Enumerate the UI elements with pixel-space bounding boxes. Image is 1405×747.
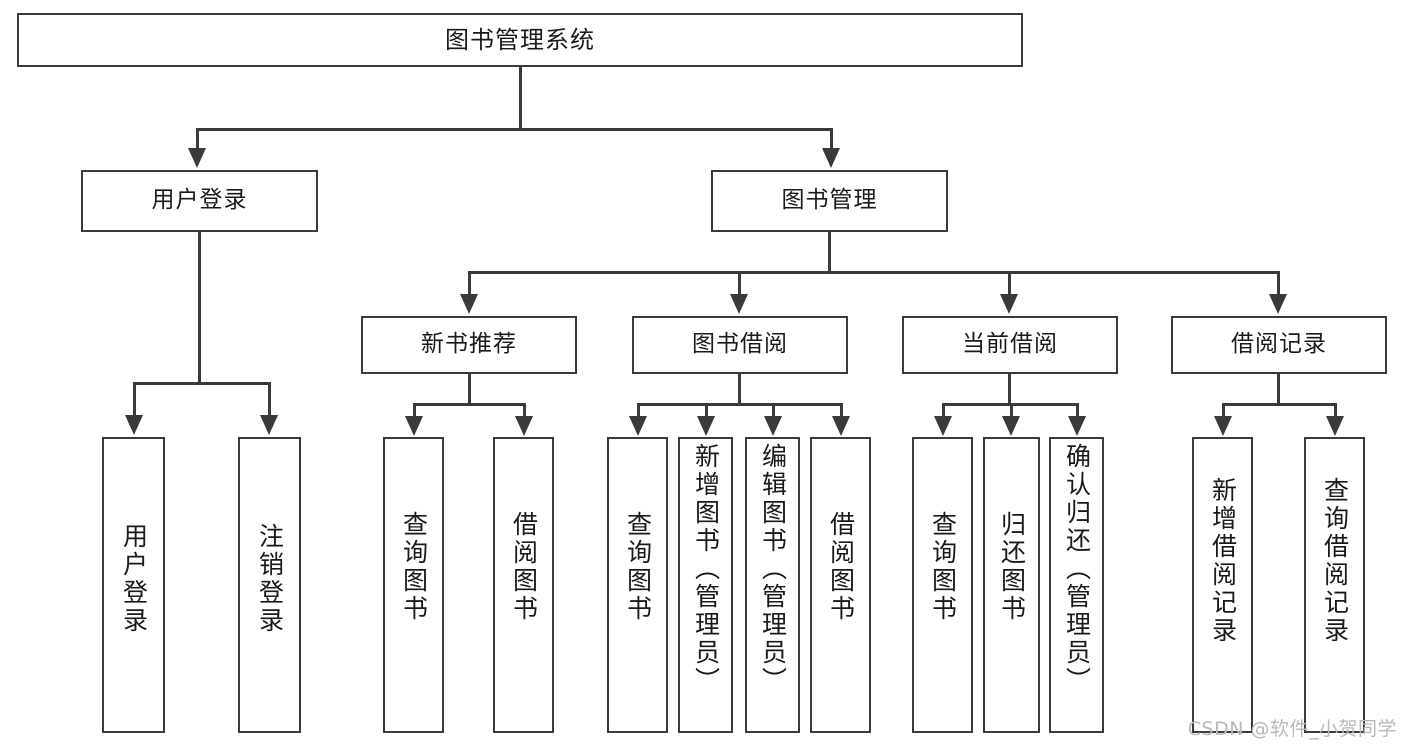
arrow-to-new-book-recommend <box>460 294 478 314</box>
connector-br-bus <box>1222 403 1337 406</box>
connector-root-stem <box>519 67 522 129</box>
connector-cb-drop-3 <box>1076 403 1079 418</box>
connector-root-drop-left <box>196 128 199 150</box>
connector-book-manage-bus <box>468 271 1280 274</box>
arrow-to-leaf-query-book-3 <box>934 416 952 436</box>
connector-cb-drop-1 <box>942 403 945 418</box>
connector-bb-bus <box>637 403 843 406</box>
connector-user-login-drop-1 <box>133 382 136 417</box>
leaf-add-book[interactable]: 新增图书（管理员） <box>678 437 733 733</box>
connector-user-login-stem <box>198 232 201 383</box>
connector-bb-drop-2 <box>705 403 708 418</box>
arrow-to-leaf-return-book <box>1002 416 1020 436</box>
node-book-manage[interactable]: 图书管理 <box>711 170 948 232</box>
leaf-label: 注销登录 <box>255 523 285 635</box>
leaf-label: 查询图书 <box>399 511 429 623</box>
connector-nbr-stem <box>468 374 471 404</box>
arrow-to-leaf-borrow-book-2 <box>832 416 850 436</box>
node-new-book-recommend[interactable]: 新书推荐 <box>361 316 577 374</box>
connector-cb-stem <box>1008 374 1011 404</box>
connector-bb-stem <box>738 374 741 404</box>
connector-user-login-drop-2 <box>268 382 271 417</box>
leaf-user-logout[interactable]: 注销登录 <box>238 437 301 733</box>
arrow-to-leaf-query-record <box>1326 416 1344 436</box>
leaf-label: 归还图书 <box>997 511 1027 623</box>
arrow-to-leaf-query-book-1 <box>405 416 423 436</box>
connector-bm-drop-2 <box>738 271 741 296</box>
connector-user-login-bus <box>133 382 271 385</box>
connector-book-manage-stem <box>828 232 831 272</box>
connector-root-drop-right <box>830 128 833 150</box>
leaf-label: 确认归还（管理员） <box>1062 443 1092 695</box>
leaf-return-book[interactable]: 归还图书 <box>983 437 1040 733</box>
leaf-borrow-book-2[interactable]: 借阅图书 <box>810 437 871 733</box>
arrow-to-leaf-add-book <box>697 416 715 436</box>
arrow-to-user-login <box>188 148 206 168</box>
arrow-to-leaf-edit-book <box>764 416 782 436</box>
leaf-label: 查询图书 <box>623 511 653 623</box>
connector-bb-drop-3 <box>772 403 775 418</box>
connector-br-drop-1 <box>1222 403 1225 418</box>
arrow-to-leaf-user-logout <box>260 415 278 435</box>
leaf-query-book-2[interactable]: 查询图书 <box>607 437 668 733</box>
connector-bb-drop-1 <box>637 403 640 418</box>
connector-nbr-drop-2 <box>523 403 526 418</box>
arrow-to-book-manage <box>822 148 840 168</box>
leaf-label: 新增图书（管理员） <box>691 443 721 695</box>
node-book-borrow[interactable]: 图书借阅 <box>632 316 848 374</box>
arrow-to-current-borrow <box>1000 294 1018 314</box>
leaf-label: 新增借阅记录 <box>1208 477 1238 645</box>
leaf-add-record[interactable]: 新增借阅记录 <box>1192 437 1253 733</box>
connector-bb-drop-4 <box>840 403 843 418</box>
node-borrow-record[interactable]: 借阅记录 <box>1171 316 1387 374</box>
leaf-label: 编辑图书（管理员） <box>758 443 788 695</box>
node-user-login[interactable]: 用户登录 <box>81 170 318 232</box>
connector-nbr-bus <box>413 403 526 406</box>
leaf-query-book-3[interactable]: 查询图书 <box>912 437 973 733</box>
node-current-borrow[interactable]: 当前借阅 <box>902 316 1118 374</box>
connector-br-stem <box>1277 374 1280 404</box>
connector-nbr-drop-1 <box>413 403 416 418</box>
arrow-to-leaf-confirm-return <box>1068 416 1086 436</box>
arrow-to-leaf-borrow-book-1 <box>515 416 533 436</box>
leaf-user-login[interactable]: 用户登录 <box>102 437 165 733</box>
arrow-to-leaf-query-book-2 <box>629 416 647 436</box>
leaf-edit-book[interactable]: 编辑图书（管理员） <box>745 437 800 733</box>
connector-cb-drop-2 <box>1010 403 1013 418</box>
leaf-label: 借阅图书 <box>826 511 856 623</box>
leaf-query-book-1[interactable]: 查询图书 <box>383 437 444 733</box>
arrow-to-leaf-add-record <box>1214 416 1232 436</box>
connector-br-drop-2 <box>1334 403 1337 418</box>
leaf-label: 查询借阅记录 <box>1320 477 1350 645</box>
node-root-system[interactable]: 图书管理系统 <box>17 13 1023 67</box>
connector-bm-drop-4 <box>1277 271 1280 296</box>
leaf-label: 借阅图书 <box>509 511 539 623</box>
connector-bm-drop-3 <box>1008 271 1011 296</box>
leaf-borrow-book-1[interactable]: 借阅图书 <box>493 437 554 733</box>
leaf-label: 查询图书 <box>928 511 958 623</box>
arrow-to-book-borrow <box>730 294 748 314</box>
leaf-confirm-return[interactable]: 确认归还（管理员） <box>1049 437 1104 733</box>
connector-root-bus <box>196 128 833 131</box>
arrow-to-leaf-user-login <box>125 415 143 435</box>
watermark-text: CSDN @软件_小贺同学 <box>1187 718 1397 740</box>
arrow-to-borrow-record <box>1269 294 1287 314</box>
connector-bm-drop-1 <box>468 271 471 296</box>
leaf-query-record[interactable]: 查询借阅记录 <box>1304 437 1365 733</box>
leaf-label: 用户登录 <box>119 523 149 635</box>
